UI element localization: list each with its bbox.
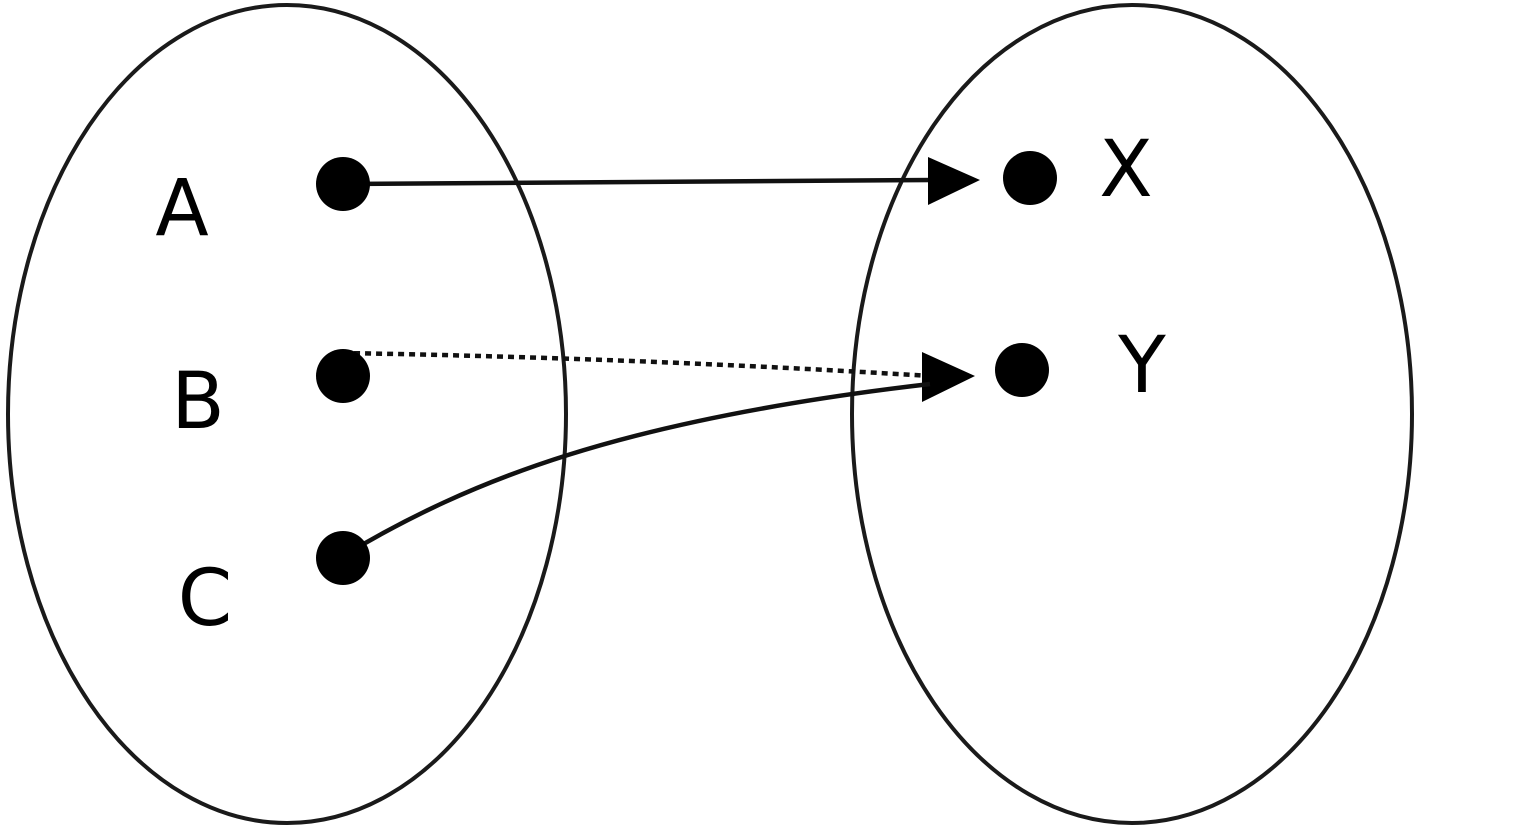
mapping-edges [341,157,980,558]
edge-b-to-y [342,350,931,379]
codomain-point-x [1003,151,1057,205]
edge-a-to-x [342,177,936,187]
domain-label-c: C [178,554,232,644]
codomain-label-x: X [1099,125,1152,215]
domain-set-ellipse [6,3,568,825]
arrowhead-a-to-x [928,157,980,205]
domain-point-c [316,531,370,585]
arrowhead-b-to-y [922,352,975,402]
domain-point-a [316,157,370,211]
domain-point-b [316,349,370,403]
codomain-elements: X Y [995,125,1166,411]
domain-label-b: B [171,357,225,447]
codomain-label-y: Y [1117,321,1166,411]
domain-elements: A B C [155,157,370,644]
edge-c-to-y [341,381,931,558]
codomain-set-ellipse [850,3,1414,825]
domain-label-a: A [155,164,208,254]
codomain-point-y [995,343,1049,397]
